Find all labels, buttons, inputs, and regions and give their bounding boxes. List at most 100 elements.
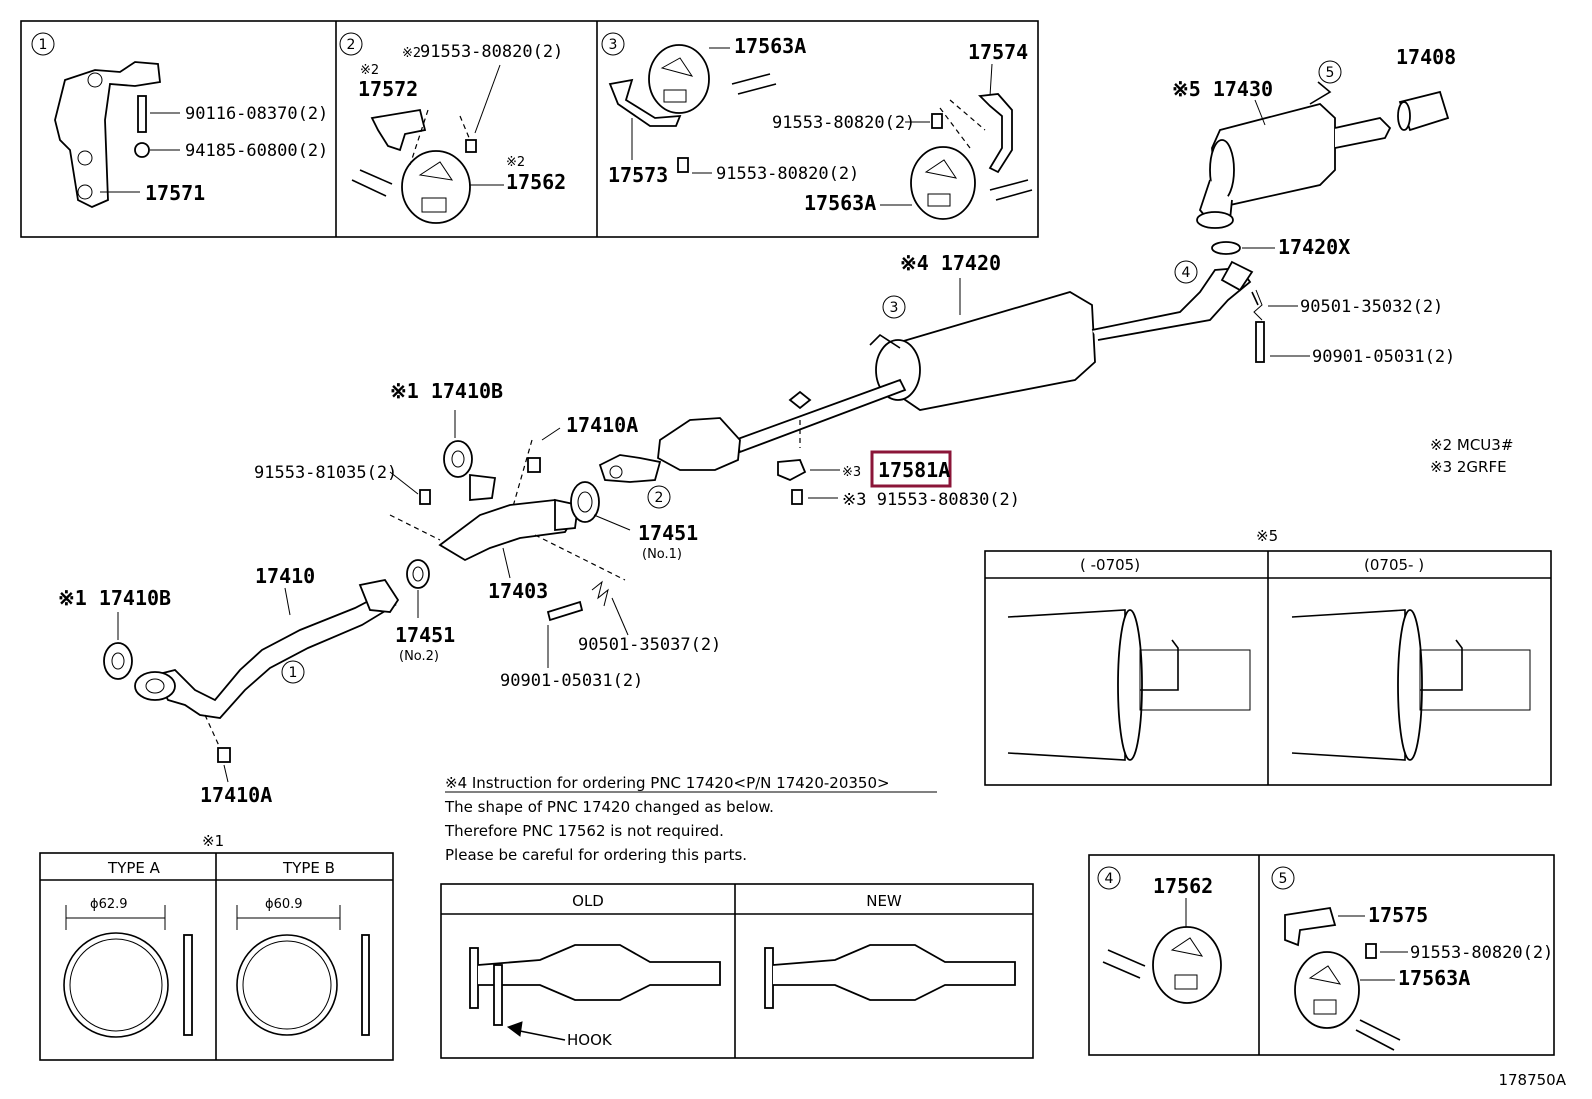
gasket-17451-no1-shape <box>570 481 600 523</box>
panel-1-label-0: 90116-08370(2) <box>185 104 328 124</box>
panel-45: 4 5 17562 17575 91553-80820(2) 17563A <box>1088 854 1555 1056</box>
panel-1-label-1: 94185-60800(2) <box>185 141 328 161</box>
bracket-17574-shape <box>978 93 1013 174</box>
label-17451-no2-sub: (No.2) <box>399 649 439 664</box>
bracket-17572-shape <box>370 108 427 152</box>
gasket-type-b: TYPE B <box>282 859 335 877</box>
hanger-17562-shape <box>401 150 471 224</box>
note-4-line3: Please be careful for ordering this part… <box>445 846 747 864</box>
bolt-icon <box>791 489 803 505</box>
main-muffler-17420-shape <box>888 291 1096 411</box>
panel-45-m4: 4 <box>1105 871 1114 887</box>
bolt-icon <box>1365 943 1377 959</box>
label-17410: 17410 <box>255 564 315 588</box>
spring-icon <box>591 580 609 607</box>
bracket-17573-shape <box>608 78 682 127</box>
panel-3-label-3: 17573 <box>608 163 668 187</box>
legend-mcu: ※2 MCU3# <box>1430 436 1513 454</box>
panel-5-title: ※5 <box>1256 527 1278 545</box>
bolt-icon <box>419 489 431 505</box>
marker-2: 2 <box>655 490 664 506</box>
panel-3-label-4: 91553-80820(2) <box>716 164 859 184</box>
marker-4: 4 <box>1182 265 1191 281</box>
top-panels-frame <box>20 20 1039 238</box>
label-17410A-bottom: 17410A <box>200 783 272 807</box>
note-4: ※4 Instruction for ordering PNC 17420<P/… <box>440 774 1034 1059</box>
panel-2-label-0: ※2 <box>402 46 421 61</box>
gasket-a-ring <box>63 932 169 1038</box>
label-17420: ※4 17420 <box>900 251 1001 275</box>
gasket-17410B-top-shape <box>443 440 473 478</box>
label-90501-35032: 90501-35032(2) <box>1300 297 1443 317</box>
footer-code: 178750A <box>1498 1071 1566 1089</box>
label-17451-no2: 17451 <box>395 623 455 647</box>
gasket-dim-a: ϕ62.9 <box>90 897 128 912</box>
nut-icon <box>217 747 231 763</box>
panel-3-label-5: 17563A <box>804 191 876 215</box>
label-17403: 17403 <box>488 579 548 603</box>
nut-icon <box>527 457 541 473</box>
label-17408: 17408 <box>1396 45 1456 69</box>
panel-5-table: ※5 ( -0705) (0705- ) <box>984 527 1552 786</box>
hanger-17562-shape <box>1152 926 1222 1004</box>
bracket-17571-shape <box>54 61 161 208</box>
gasket-b-ring <box>236 934 338 1036</box>
panel-3-label-2: 91553-80820(2) <box>772 113 915 133</box>
panel-45-91553: 91553-80820(2) <box>1410 943 1553 963</box>
label-91553-80830: ※3 91553-80830(2) <box>842 490 1020 510</box>
panel-45-17575: 17575 <box>1368 903 1428 927</box>
label-17581A-prefix: ※3 <box>842 465 861 480</box>
label-91553-81035: 91553-81035(2) <box>254 463 397 483</box>
nut-icon <box>134 142 150 158</box>
note-4-title: ※4 Instruction for ordering PNC 17420<P/… <box>445 774 890 792</box>
panel-1-label-2: 17571 <box>145 181 205 205</box>
note-4-line1: The shape of PNC 17420 changed as below. <box>444 798 774 816</box>
gasket-dim-b: ϕ60.9 <box>265 897 303 912</box>
panel-3: 3 17563A 17573 91553-80820(2) 17574 9155… <box>601 32 1033 220</box>
bolt-icon <box>137 95 147 133</box>
bolt-icon <box>931 113 943 129</box>
panel-2-marker: 2 <box>347 37 356 53</box>
label-17410A-top: 17410A <box>566 413 638 437</box>
panel-1: 1 90116-08370(2) 94185-60800(2) 17571 <box>31 32 328 208</box>
label-17410B-top: ※1 17410B <box>390 379 503 403</box>
center-pipe-shape <box>733 378 907 454</box>
bolt-icon <box>546 600 584 622</box>
panel-45-m5: 5 <box>1279 871 1288 887</box>
panel-1-marker: 1 <box>39 37 48 53</box>
gasket-table: ※1 TYPE A TYPE B ϕ62.9 ϕ60.9 <box>39 832 394 1061</box>
label-90901-05031-a: 90901-05031(2) <box>1312 347 1455 367</box>
bolt-icon <box>465 139 477 153</box>
label-17410B-left: ※1 17410B <box>58 586 171 610</box>
marker-1: 1 <box>289 665 298 681</box>
label-90501-35037: 90501-35037(2) <box>578 635 721 655</box>
note-4-hook: HOOK <box>567 1031 613 1049</box>
gasket-17420X-shape <box>1211 241 1241 255</box>
panel-2-label-2: ※2 <box>360 63 379 78</box>
gasket-17410B-left-shape <box>103 642 133 680</box>
bracket-17581A-shape <box>777 459 807 481</box>
panel-2-label-5: 17562 <box>506 170 566 194</box>
marker-5: 5 <box>1326 65 1335 81</box>
panel-2-label-3: 17572 <box>358 77 418 101</box>
bracket-17575-shape <box>1284 906 1337 947</box>
label-17581A: 17581A <box>878 458 950 482</box>
engine-legend: ※2 MCU3# ※3 2GRFE <box>1430 436 1513 476</box>
main-assembly: ※5 17430 5 17408 17420X ※4 17420 3 4 905… <box>58 45 1456 807</box>
hanger-17563A-shape <box>1294 951 1360 1029</box>
panel-3-label-0: 17563A <box>734 34 806 58</box>
front-pipe-17410-shape <box>153 593 397 719</box>
panel-2: 2 ※2 91553-80820(2) ※2 17572 ※2 17562 <box>339 32 566 224</box>
gasket-table-title: ※1 <box>202 832 224 850</box>
panel-2-label-1: 91553-80820(2) <box>420 42 563 62</box>
panel-45-17562: 17562 <box>1153 874 1213 898</box>
gasket-type-a: TYPE A <box>107 859 161 877</box>
label-17430: ※5 17430 <box>1172 77 1273 101</box>
label-17451-no1-sub: (No.1) <box>642 547 682 562</box>
hanger-17563A-shape <box>648 44 710 114</box>
label-17451-no1: 17451 <box>638 521 698 545</box>
label-90901-05031-b: 90901-05031(2) <box>500 671 643 691</box>
bolt-icon <box>1255 321 1265 363</box>
hanger-17563A-lower-shape <box>910 146 976 220</box>
panel-45-17563A: 17563A <box>1398 966 1470 990</box>
